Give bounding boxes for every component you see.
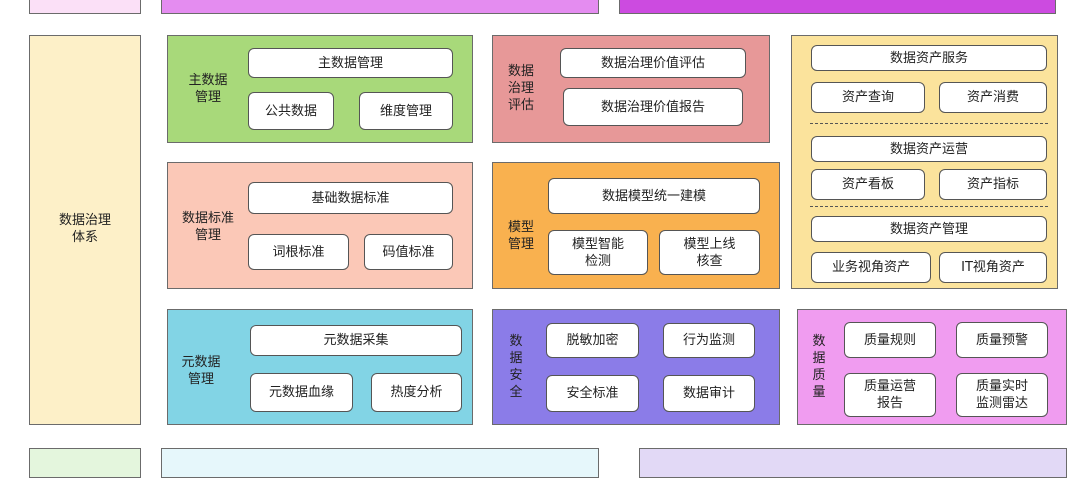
master-data-label: 主数据 管理: [188, 73, 228, 105]
data-audit-box: 数据审计: [663, 375, 755, 412]
asset-dashboard-box: 资产看板: [811, 169, 925, 200]
data-asset-panel: 数据资产服务 资产查询 资产消费 数据资产运营 资产看板 资产指标 数据资产管理…: [791, 35, 1058, 289]
metadata-collection-box: 元数据采集: [250, 325, 462, 356]
heat-analysis-box: 热度分析: [371, 373, 462, 412]
dimension-management-box: 维度管理: [359, 92, 453, 130]
top-middle-panel: [161, 0, 599, 14]
model-management-panel: 模型 管理 数据模型统一建模 模型智能 检测 模型上线 核查: [492, 162, 780, 289]
it-view-asset-box: IT视角资产: [939, 252, 1047, 283]
behavior-monitoring-box: 行为监测: [663, 323, 755, 358]
asset-divider-1: [810, 123, 1048, 124]
top-right-panel: [619, 0, 1056, 14]
asset-operation-title: 数据资产运营: [811, 136, 1047, 162]
model-release-check-box: 模型上线 核查: [659, 230, 760, 275]
public-data-box: 公共数据: [248, 92, 334, 130]
data-standard-label: 数据标准 管理: [181, 211, 234, 243]
metadata-lineage-box: 元数据血缘: [250, 373, 353, 412]
quality-rules-box: 质量规则: [844, 322, 936, 358]
bottom-right-panel: [639, 448, 1067, 478]
asset-query-box: 资产查询: [811, 82, 925, 113]
governance-evaluation-label: 数据 治理 评估: [507, 64, 534, 113]
quality-radar-box: 质量实时 监测雷达: [956, 373, 1048, 417]
security-standard-box: 安全标准: [546, 375, 639, 412]
bottom-left-panel: [29, 448, 141, 478]
value-report-box: 数据治理价值报告: [563, 88, 743, 126]
governance-system-panel: 数据治理 体系: [29, 35, 141, 425]
master-data-title-box: 主数据管理: [248, 48, 453, 78]
basic-standard-box: 基础数据标准: [248, 182, 453, 214]
asset-service-title: 数据资产服务: [811, 45, 1047, 71]
value-assessment-box: 数据治理价值评估: [560, 48, 746, 78]
data-quality-panel: 数 据 质 量 质量规则 质量预警 质量运营 报告 质量实时 监测雷达: [797, 309, 1067, 425]
data-security-panel: 数 据 安 全 脱敏加密 行为监测 安全标准 数据审计: [492, 309, 780, 425]
model-detection-box: 模型智能 检测: [548, 230, 648, 275]
bottom-middle-panel: [161, 448, 599, 478]
business-view-asset-box: 业务视角资产: [811, 252, 931, 283]
asset-consumption-box: 资产消费: [939, 82, 1047, 113]
governance-system-label: 数据治理 体系: [58, 213, 111, 245]
data-standard-panel: 数据标准 管理 基础数据标准 词根标准 码值标准: [167, 162, 473, 289]
unified-modeling-box: 数据模型统一建模: [548, 178, 760, 214]
metadata-panel: 元数据 管理 元数据采集 元数据血缘 热度分析: [167, 309, 473, 425]
quality-report-box: 质量运营 报告: [844, 373, 936, 417]
desensitization-box: 脱敏加密: [546, 323, 639, 358]
governance-evaluation-panel: 数据 治理 评估 数据治理价值评估 数据治理价值报告: [492, 35, 770, 143]
root-word-standard-box: 词根标准: [248, 234, 349, 270]
quality-warning-box: 质量预警: [956, 322, 1048, 358]
master-data-panel: 主数据 管理 主数据管理 公共数据 维度管理: [167, 35, 473, 143]
asset-management-title: 数据资产管理: [811, 216, 1047, 242]
model-management-label: 模型 管理: [507, 220, 534, 252]
data-security-label: 数 据 安 全: [509, 334, 523, 400]
top-left-panel: [29, 0, 141, 14]
code-value-standard-box: 码值标准: [364, 234, 453, 270]
asset-metrics-box: 资产指标: [939, 169, 1047, 200]
asset-divider-2: [810, 206, 1048, 207]
metadata-label: 元数据 管理: [181, 355, 221, 387]
data-quality-label: 数 据 质 量: [812, 334, 826, 400]
